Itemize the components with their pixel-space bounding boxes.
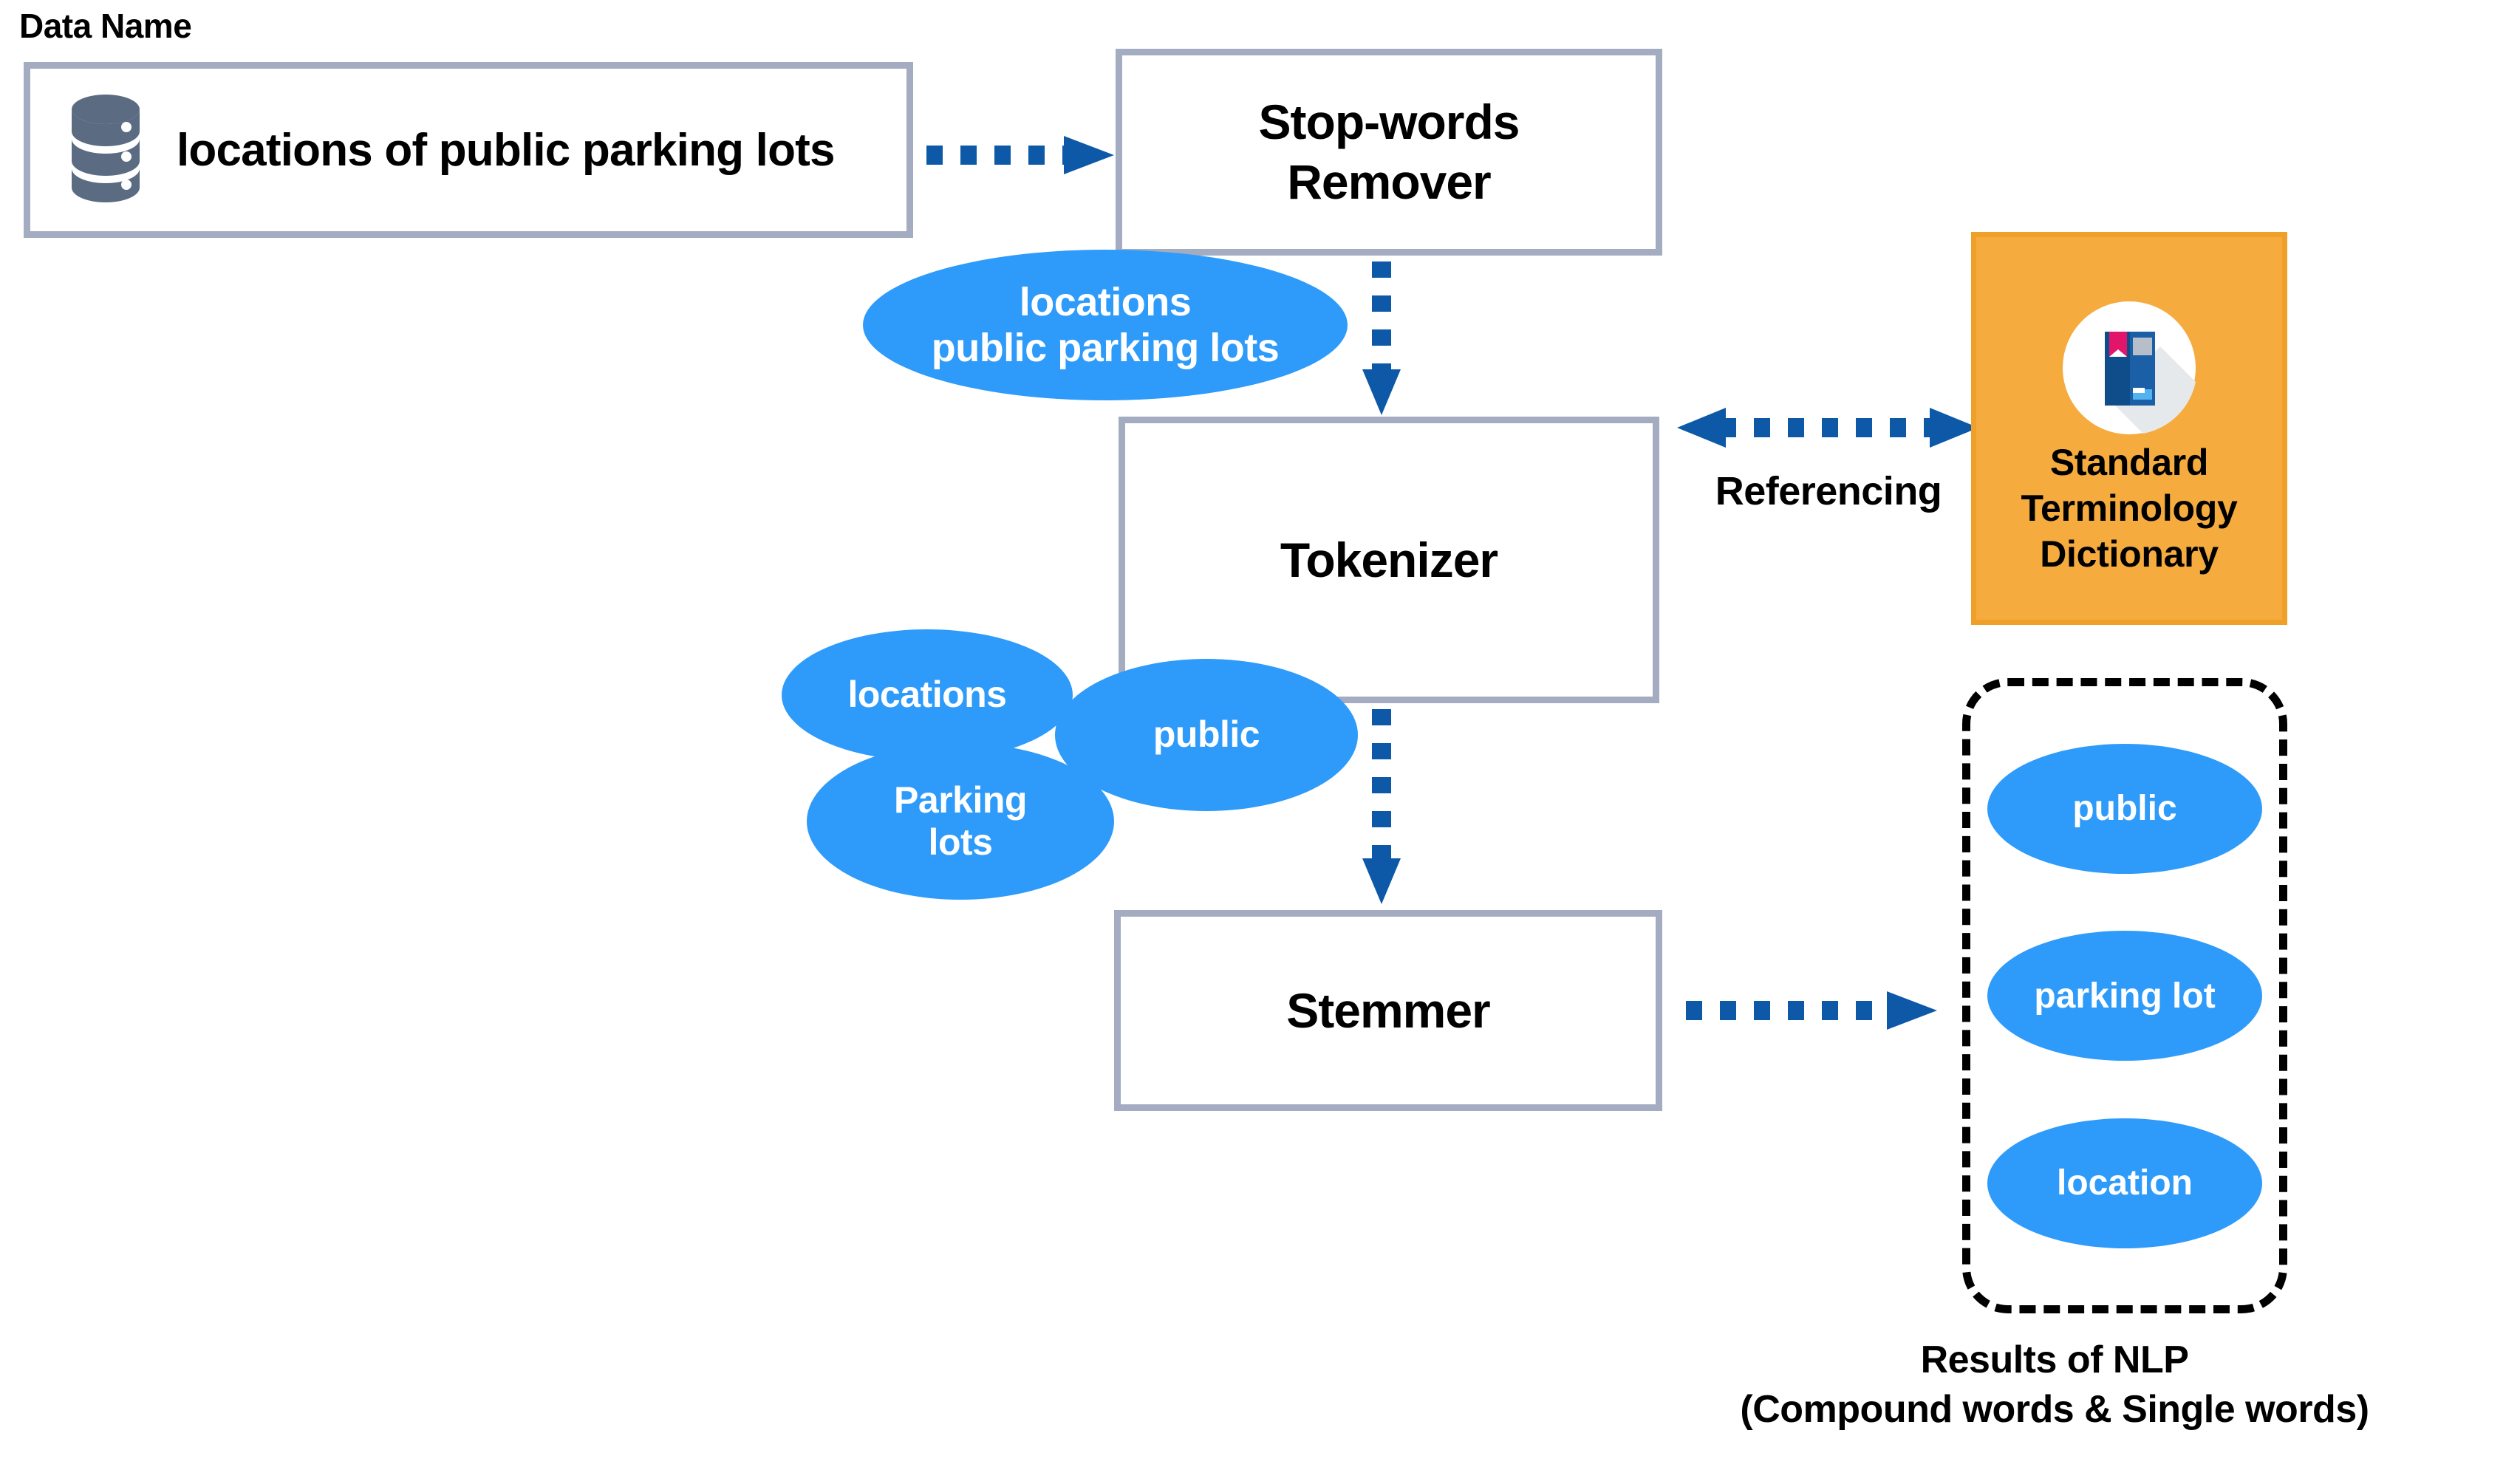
results-caption: Results of NLP (Compound words & Single … <box>1600 1336 2509 1434</box>
result-bubble-location: location <box>1987 1118 2262 1248</box>
referencing-label: Referencing <box>1715 469 1942 513</box>
arrow-tokenizer-to-stemmer-icon <box>1362 709 1401 904</box>
bubble-token-public-label: public <box>1153 714 1260 756</box>
bubble-token-locations-label: locations <box>847 674 1007 716</box>
bubble-token-parking-line2: lots <box>928 821 993 863</box>
arrow-data-to-stopwords-icon <box>926 136 1114 174</box>
bubble-token-public: public <box>1055 659 1358 811</box>
nlp-results-container: public parking lot location <box>1962 678 2287 1313</box>
data-source-label: locations of public parking lots <box>177 124 835 176</box>
bubble-after-stopwords-line2: public parking lots <box>931 326 1280 370</box>
result-label-parking-lot: parking lot <box>2034 976 2216 1016</box>
bubble-token-parking-line1: Parking <box>894 779 1027 821</box>
bubble-after-stopwords-line1: locations <box>1019 279 1192 324</box>
dictionary-line3: Dictionary <box>2040 533 2219 575</box>
process-box-stopwords-remover[interactable]: Stop-words Remover <box>1116 49 1662 256</box>
data-name-label: Data Name <box>19 7 192 45</box>
bubble-token-parking-lots: Parking lots <box>807 743 1114 900</box>
bubble-after-stopwords: locations public parking lots <box>863 250 1348 400</box>
result-bubble-public: public <box>1987 743 2262 874</box>
result-bubble-parking-lot: parking lot <box>1987 931 2262 1061</box>
dictionary-book-icon <box>2062 301 2196 435</box>
arrow-stopwords-to-tokenizer-icon <box>1362 261 1401 415</box>
stemmer-label: Stemmer <box>1286 982 1490 1038</box>
stopwords-remover-label: Stop-words Remover <box>1259 92 1520 211</box>
database-icon <box>66 93 146 208</box>
results-caption-line1: Results of NLP <box>1920 1338 2189 1381</box>
data-source-box[interactable]: locations of public parking lots <box>24 62 913 238</box>
dictionary-title: Standard Terminology Dictionary <box>2021 440 2237 577</box>
result-label-location: location <box>2056 1163 2193 1203</box>
bubble-token-locations: locations <box>782 629 1073 761</box>
process-box-stemmer[interactable]: Stemmer <box>1114 910 1662 1111</box>
results-caption-line2: (Compound words & Single words) <box>1740 1387 2369 1431</box>
stopwords-line1: Stop-words <box>1258 95 1520 150</box>
dictionary-line2: Terminology <box>2021 488 2238 529</box>
result-label-public: public <box>2072 789 2177 828</box>
tokenizer-label: Tokenizer <box>1280 532 1498 587</box>
process-box-tokenizer[interactable]: Tokenizer <box>1119 417 1659 703</box>
stopwords-line2: Remover <box>1287 154 1491 209</box>
standard-terminology-dictionary-card[interactable]: Standard Terminology Dictionary <box>1971 232 2287 625</box>
arrow-stemmer-to-results-icon <box>1686 991 1937 1030</box>
dictionary-line1: Standard <box>2049 442 2209 483</box>
arrow-tokenizer-to-dictionary-icon <box>1677 408 1978 448</box>
